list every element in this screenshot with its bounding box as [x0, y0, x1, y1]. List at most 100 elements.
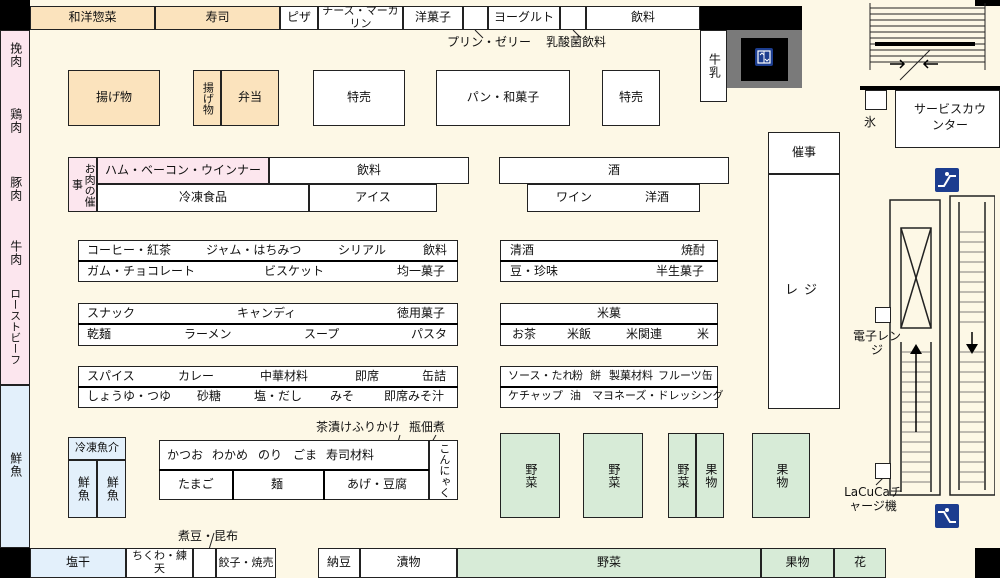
corner-block-top-left: [0, 0, 30, 30]
left-wall-meat: [0, 30, 30, 385]
aisle-f-fruit-can: フルーツ缶: [658, 369, 713, 382]
aisle-f-oil: 油: [570, 389, 581, 402]
event-space: 催事: [768, 132, 840, 174]
aisle-e-rice-related: 米関連: [626, 327, 663, 341]
bottom-block-divider-v2: [323, 470, 325, 500]
produce-vegetables-3: 野菜: [668, 433, 696, 518]
left-wall-label-chicken: 鶏肉: [8, 108, 23, 134]
bottom-wall-shiboshi: 塩干: [30, 548, 126, 578]
shelf-yoshu: 洋酒: [645, 190, 670, 204]
bottom-wall-nimame-slot: [193, 548, 216, 578]
shelf-sake: 酒: [499, 157, 729, 184]
top-section-yogurt: ヨーグルト: [488, 6, 560, 30]
aisle-d-beans: 豆・珍味: [510, 264, 559, 278]
aisle-b-divider: [78, 323, 458, 325]
aisle-b-snack: スナック: [87, 306, 136, 320]
aisle-d-hannama: 半生菓子: [656, 264, 705, 278]
corner-block-bottom-right: [975, 548, 1000, 578]
register: レジ: [768, 174, 840, 409]
aisle-a-gum: ガム・チョコレート: [87, 264, 196, 278]
island-agemono-small: 揚げ物: [193, 70, 221, 126]
aisle-f-divider: [500, 386, 718, 388]
elevator-icon: [755, 48, 773, 66]
bottom-wall-vegetables: 野菜: [457, 548, 761, 578]
aisle-a-cereal: シリアル: [338, 243, 387, 257]
escalator-icon-top: [935, 168, 959, 192]
left-wall-label-beef: 牛肉: [8, 240, 23, 266]
aisle-b-tokuyou: 徳用菓子: [397, 306, 446, 320]
produce-vegetables-2: 野菜: [583, 433, 643, 518]
aisle-e-divider: [500, 323, 718, 325]
aisle-f-sauce: ソース・たれ: [508, 369, 574, 382]
top-section-lactic-slot: [560, 6, 586, 30]
aisle-b-pasta: パスタ: [411, 327, 448, 341]
top-section-yogashi: 洋菓子: [403, 6, 463, 30]
produce-fruit-1: 果物: [696, 433, 724, 518]
aisle-c-spice: スパイス: [87, 369, 135, 383]
bottom-wall-flowers: 花: [834, 548, 886, 578]
escalator-icon-bottom: [935, 504, 959, 528]
aisle-b-candy: キャンディ: [237, 306, 297, 320]
bottom-block-goma: ごま: [293, 448, 318, 462]
ice-box: [865, 90, 887, 110]
callout-lactic-drink: 乳酸菌飲料: [546, 35, 607, 49]
bottom-block-divider: [159, 469, 429, 471]
bottom-block-nori: のり: [258, 448, 283, 462]
aisle-e-tea: お茶: [512, 327, 537, 341]
aisle-b-kanmen: 乾麺: [87, 327, 112, 341]
aisle-a-drink: 飲料: [423, 243, 448, 257]
bottom-block-egg: たまご: [178, 477, 214, 491]
aisle-a-kinitsu: 均一菓子: [397, 264, 446, 278]
aisle-c-sugar: 砂糖: [197, 389, 222, 403]
top-section-sushi: 寿司: [155, 6, 280, 30]
top-section-pudding-slot: [463, 6, 488, 30]
corner-block-top-right: [975, 0, 1000, 6]
top-section-drinks: 飲料: [586, 6, 700, 30]
fresh-fish-1: 鮮魚: [68, 460, 97, 518]
aisle-c-salt: 塩・だし: [254, 389, 303, 403]
shelf-ice-cream: アイス: [309, 184, 437, 212]
aisle-f-baking: 製菓材料: [609, 369, 653, 382]
bottom-wall-chikuwa: ちくわ・練天: [126, 548, 193, 578]
aisle-c-curry: カレー: [178, 369, 215, 383]
aisle-b-soup: スープ: [304, 327, 340, 341]
bottom-block-noodles: 麺: [271, 477, 284, 491]
aisle-d-shochu: 焼酎: [681, 243, 706, 257]
aisle-d-seishu: 清酒: [510, 243, 535, 257]
island-tokubai-2: 特売: [602, 70, 660, 126]
bottom-block-divider-v1: [232, 470, 234, 500]
left-wall-label-fish: 鮮魚: [8, 452, 23, 478]
bottom-wall-fruit: 果物: [761, 548, 834, 578]
callout-nimame-konbu: 煮豆・昆布: [178, 529, 239, 543]
escalator-diagram: [889, 195, 995, 496]
aisle-c-canned: 缶詰: [422, 369, 447, 383]
bottom-wall-gyoza: 餃子・焼売: [216, 548, 276, 578]
aisle-e-rice-meal: 米飯: [567, 327, 592, 341]
fresh-fish-2: 鮮魚: [97, 460, 126, 518]
meat-event: お肉の催事: [68, 157, 97, 212]
aisle-f-mochi: 餅: [590, 369, 601, 382]
aisle-e-beika: 米菓: [597, 306, 622, 320]
aisle-f-ketchup: ケチャップ: [508, 389, 563, 402]
bottom-block-tofu: あげ・豆腐: [347, 477, 408, 491]
callout-pudding-jelly: プリン・ゼリー: [447, 35, 532, 49]
shelf-frozen-food: 冷凍食品: [97, 184, 309, 212]
aisle-a-biscuit: ビスケット: [264, 264, 325, 278]
shelf-drinks-row1: 飲料: [269, 157, 469, 184]
left-wall-label-roastbeef: ローストビーフ: [8, 288, 22, 365]
callout-chazuke: 茶漬けふりかけ: [316, 420, 401, 434]
aisle-c-miso: みそ: [330, 389, 355, 403]
callout-bin-tsukudani: 瓶佃煮: [409, 420, 446, 434]
shelf-wine-group: [527, 184, 700, 212]
ice-label: 氷: [864, 115, 877, 129]
aisle-f-flour: 粉: [572, 369, 583, 382]
aisle-a-divider: [78, 260, 458, 262]
bottom-block-wakame: わかめ: [212, 448, 249, 462]
top-section-wayo-sozai: 和洋惣菜: [30, 6, 155, 30]
top-section-pizza: ピザ: [280, 6, 318, 30]
aisle-e-rice: 米: [697, 327, 710, 341]
frozen-seafood: 冷凍魚介: [68, 437, 126, 460]
bottom-wall-tsukemono: 漬物: [360, 548, 457, 578]
corner-block-bottom-left: [0, 548, 30, 578]
top-section-cheese: チーズ・マーガリン: [318, 6, 403, 30]
